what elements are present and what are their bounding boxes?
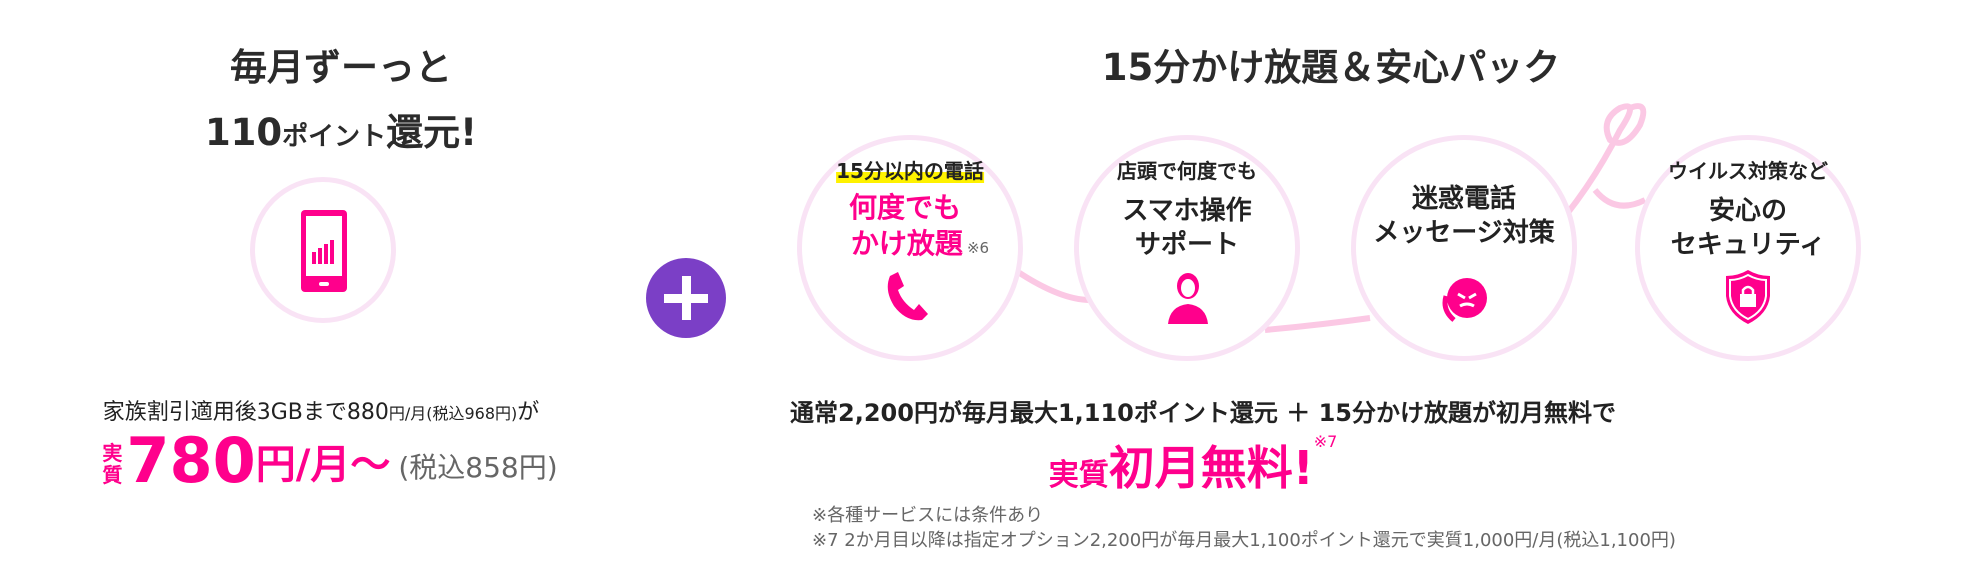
price-prefix-1: 実 bbox=[102, 441, 123, 465]
smartphone-signal-icon bbox=[301, 210, 347, 292]
price-line: 実質 780 円/月〜 (税込858円) bbox=[102, 430, 557, 492]
price-unit: 円/月〜 bbox=[255, 442, 391, 488]
pack-summary: 通常2,200円が毎月最大1,110ポイント還元 ＋ 15分かけ放題が初月無料で bbox=[790, 399, 1616, 427]
feature-1-main1: 何度でも bbox=[848, 191, 962, 224]
headline: 初月無料! bbox=[1108, 441, 1314, 495]
plus-icon bbox=[646, 258, 726, 338]
feature-2-main1: スマホ操作 bbox=[1122, 196, 1252, 226]
feature-1-note: ※6 bbox=[966, 239, 990, 257]
points-rest: 還元! bbox=[386, 111, 478, 154]
pack-title: 15分かけ放題＆安心パック bbox=[1101, 46, 1561, 89]
headline-prefix: 実質 bbox=[1048, 458, 1109, 493]
feature-4-top: ウイルス対策など bbox=[1668, 159, 1828, 183]
feature-2-main2: サポート bbox=[1134, 230, 1240, 260]
feature-4-main2: セキュリティ bbox=[1670, 230, 1826, 260]
feature-3-main1: 迷惑電話 bbox=[1411, 184, 1517, 214]
price-prefix-2: 質 bbox=[102, 463, 123, 487]
footnote-1: ※各種サービスには条件あり bbox=[812, 505, 1044, 526]
phone-icon bbox=[887, 272, 928, 321]
feature-nuisance-call-protection bbox=[1351, 135, 1577, 361]
price-tax: (税込858円) bbox=[398, 451, 558, 484]
footnote-2: ※7 2か月目以降は指定オプション2,200円が毎月最大1,100ポイント還元で… bbox=[812, 530, 1676, 551]
feature-1-main2-text: かけ放題 bbox=[850, 227, 963, 260]
desc-tail: が bbox=[517, 400, 540, 425]
feature-4-main1: 安心の bbox=[1708, 196, 1788, 226]
headline-note: ※7 bbox=[1313, 432, 1338, 451]
feature-1-main2: かけ放題※6 bbox=[851, 222, 989, 262]
left-title-line1: 毎月ずーっと bbox=[230, 46, 452, 89]
security-shield-icon bbox=[1726, 270, 1770, 324]
price-value: 780 bbox=[126, 424, 256, 497]
feature-1-top: 15分以内の電話 bbox=[836, 159, 984, 183]
first-month-free-headline: 実質 初月無料! ※7 bbox=[1049, 432, 1338, 498]
points-label: ポイント bbox=[282, 122, 387, 152]
price-prefix: 実質 bbox=[102, 442, 122, 486]
smartphone-circle bbox=[250, 177, 396, 323]
support-person-icon bbox=[1168, 273, 1208, 324]
desc-main: 家族割引適用後3GBまで880 bbox=[102, 400, 389, 425]
feature-3-main2: メッセージ対策 bbox=[1373, 218, 1555, 248]
family-discount-text: 家族割引適用後3GBまで880円/月(税込968円)が bbox=[103, 394, 540, 426]
nuisance-call-icon bbox=[1442, 278, 1487, 322]
footnotes: ※各種サービスには条件あり ※7 2か月目以降は指定オプション2,200円が毎月… bbox=[812, 503, 1676, 553]
left-title-line2: 110ポイント還元! bbox=[205, 102, 477, 156]
desc-unit: 円/月(税込968円) bbox=[388, 404, 518, 423]
feature-2-top: 店頭で何度でも bbox=[1117, 159, 1257, 183]
points-number: 110 bbox=[204, 111, 283, 154]
